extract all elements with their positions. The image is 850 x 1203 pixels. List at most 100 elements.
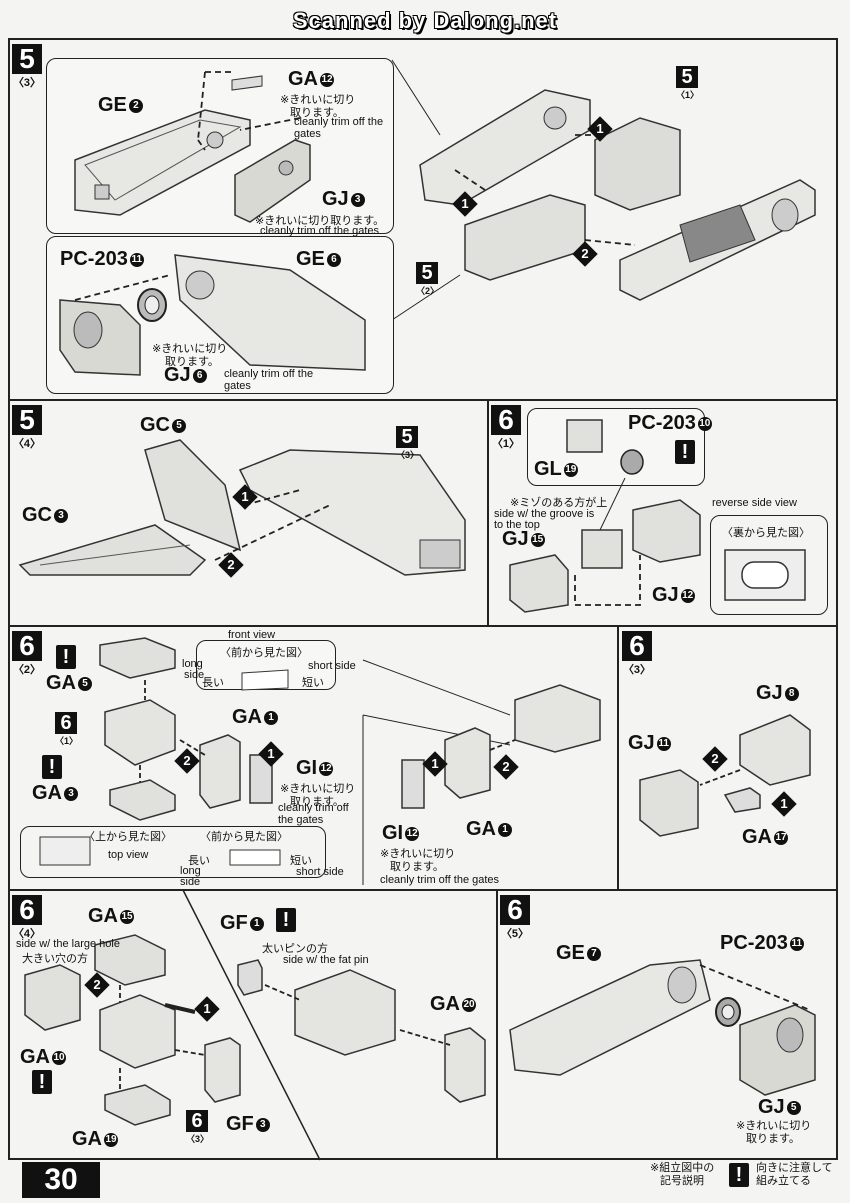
trim-note-ga12-jp-b: 取ります。 bbox=[290, 107, 344, 119]
trim-note-gj6-en: cleanly trim off the gates bbox=[224, 368, 314, 392]
step-ref-6-3: 6〈3〉 bbox=[186, 1110, 210, 1144]
step-6-2: 6〈2〉 bbox=[12, 630, 42, 676]
large-hole-jp: 大きい穴の方 bbox=[22, 953, 88, 965]
step-6-4: 6〈4〉 bbox=[12, 894, 42, 940]
page-number: 30 bbox=[22, 1162, 100, 1198]
trim-note-gj5-jp-b: 取ります。 bbox=[746, 1133, 800, 1145]
trim-note-ga12-en: cleanly trim off the gates bbox=[294, 116, 384, 140]
short-jp: 短い bbox=[302, 677, 324, 689]
caution-icon: ! bbox=[675, 440, 695, 464]
step-5-4: 5〈4〉 bbox=[12, 404, 42, 450]
long-jp: 長い bbox=[202, 677, 224, 689]
trim-note-gj5-jp-a: ※きれいに切り bbox=[736, 1120, 812, 1132]
groove-note-jp: ※ミゾのある方が上 bbox=[510, 497, 608, 509]
step-ref-5-2: 5〈2〉 bbox=[416, 262, 440, 296]
step-5-3: 5〈3〉 bbox=[12, 43, 42, 89]
top-view-jp: 〈上から見た図〉 bbox=[84, 831, 172, 843]
step-6-3: 6〈3〉 bbox=[622, 630, 652, 676]
trim-note-gi12b-jp-b: 取ります。 bbox=[390, 861, 444, 873]
front-view-en: front view bbox=[228, 629, 276, 641]
step-6-1: 6〈1〉 bbox=[491, 404, 521, 450]
trim-note-gi12b-en: cleanly trim off the gates bbox=[380, 874, 500, 886]
short-jp-2: 短い bbox=[290, 855, 312, 867]
short-side-en-2: short side bbox=[296, 866, 344, 878]
large-hole-en: side w/ the large hole bbox=[16, 938, 120, 950]
legend-desc-1: 向きに注意して bbox=[756, 1162, 833, 1174]
groove-note-en-2: to the top bbox=[494, 519, 540, 531]
inset-top-front-view bbox=[20, 826, 326, 878]
inset-reverse-view bbox=[710, 515, 828, 615]
trim-note-gi12b-jp-a: ※きれいに切り bbox=[380, 848, 456, 860]
short-side-en: short side bbox=[308, 660, 356, 672]
top-view-en: top view bbox=[108, 849, 149, 861]
legend-caution-icon: ! bbox=[729, 1163, 749, 1187]
long-en: long bbox=[182, 658, 203, 670]
trim-note-ga12-jp-a: ※きれいに切り bbox=[280, 94, 356, 106]
trim-note-gj3-jp: ※きれいに切り取ります。 bbox=[255, 215, 385, 227]
caution-icon-gf1: ! bbox=[276, 908, 296, 932]
trim-note-gi12-en: cleanly trim off the gates bbox=[278, 802, 349, 826]
step-6-5: 6〈5〉 bbox=[500, 894, 530, 940]
legend-title-1: ※組立図中の bbox=[650, 1162, 715, 1174]
scan-watermark: Scanned by Dalong.net bbox=[292, 8, 558, 33]
legend-title-2: 記号説明 bbox=[660, 1175, 704, 1187]
caution-icon-ga10: ! bbox=[32, 1070, 52, 1094]
fat-pin-en: side w/ the fat pin bbox=[283, 954, 369, 966]
step-ref-6-1: 6〈1〉 bbox=[55, 712, 79, 746]
trim-note-gi12-jp-a: ※きれいに切り bbox=[280, 783, 356, 795]
trim-note-gj6-jp-a: ※きれいに切り bbox=[152, 343, 228, 355]
trim-note-gj6-jp-b: 取ります。 bbox=[165, 356, 219, 368]
side-en: side bbox=[184, 669, 205, 681]
groove-note-en-1: side w/ the groove is bbox=[494, 508, 595, 520]
step-ref-5-3: 5〈3〉 bbox=[396, 426, 420, 460]
fat-pin-jp: 太いピンの方 bbox=[262, 943, 328, 955]
trim-note-gi12-jp-b: 取ります。 bbox=[290, 796, 344, 808]
trim-note-gj3-en: cleanly trim off the gates bbox=[260, 225, 380, 237]
step-ref-5-1: 5〈1〉 bbox=[676, 66, 700, 100]
page-frame bbox=[8, 38, 838, 1160]
reverse-view-en: reverse side view bbox=[712, 497, 797, 509]
legend-desc-2: 組み立てる bbox=[756, 1175, 811, 1187]
side-en-2: side bbox=[180, 876, 201, 888]
front-view-jp-2: 〈前から見た図〉 bbox=[200, 831, 288, 843]
long-en-2: long bbox=[180, 865, 201, 877]
caution-icon-ga5: ! bbox=[56, 645, 76, 669]
